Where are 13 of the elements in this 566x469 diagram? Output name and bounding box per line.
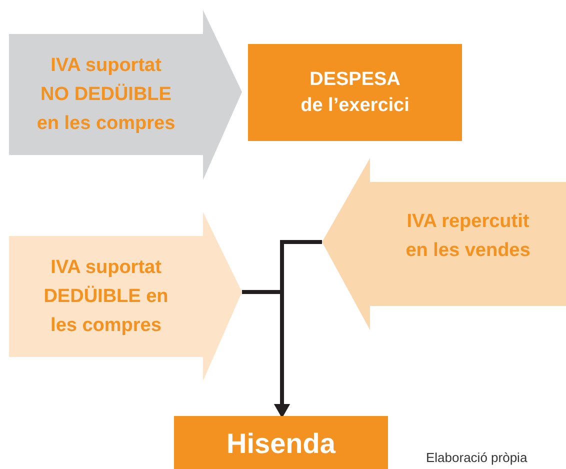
arrow-text: IVA suportat DEDÜIBLE en les compres <box>42 256 170 338</box>
arrow-text: IVA repercutit en les vendes <box>404 210 532 263</box>
source-note: Elaboració pròpia <box>426 450 528 466</box>
pointed-banner <box>9 212 242 381</box>
pointed-banner <box>322 158 566 330</box>
arrow-text: IVA suportat NO DEDÜIBLE en les compres <box>36 54 176 136</box>
process-box <box>174 416 388 469</box>
box-text: Hisenda <box>226 428 336 460</box>
box-text: de l’exercici <box>300 94 410 118</box>
box-text: DESPESA <box>310 68 400 92</box>
pointed-banner <box>9 10 242 180</box>
connector-arrow <box>274 240 322 418</box>
process-box <box>248 44 462 141</box>
